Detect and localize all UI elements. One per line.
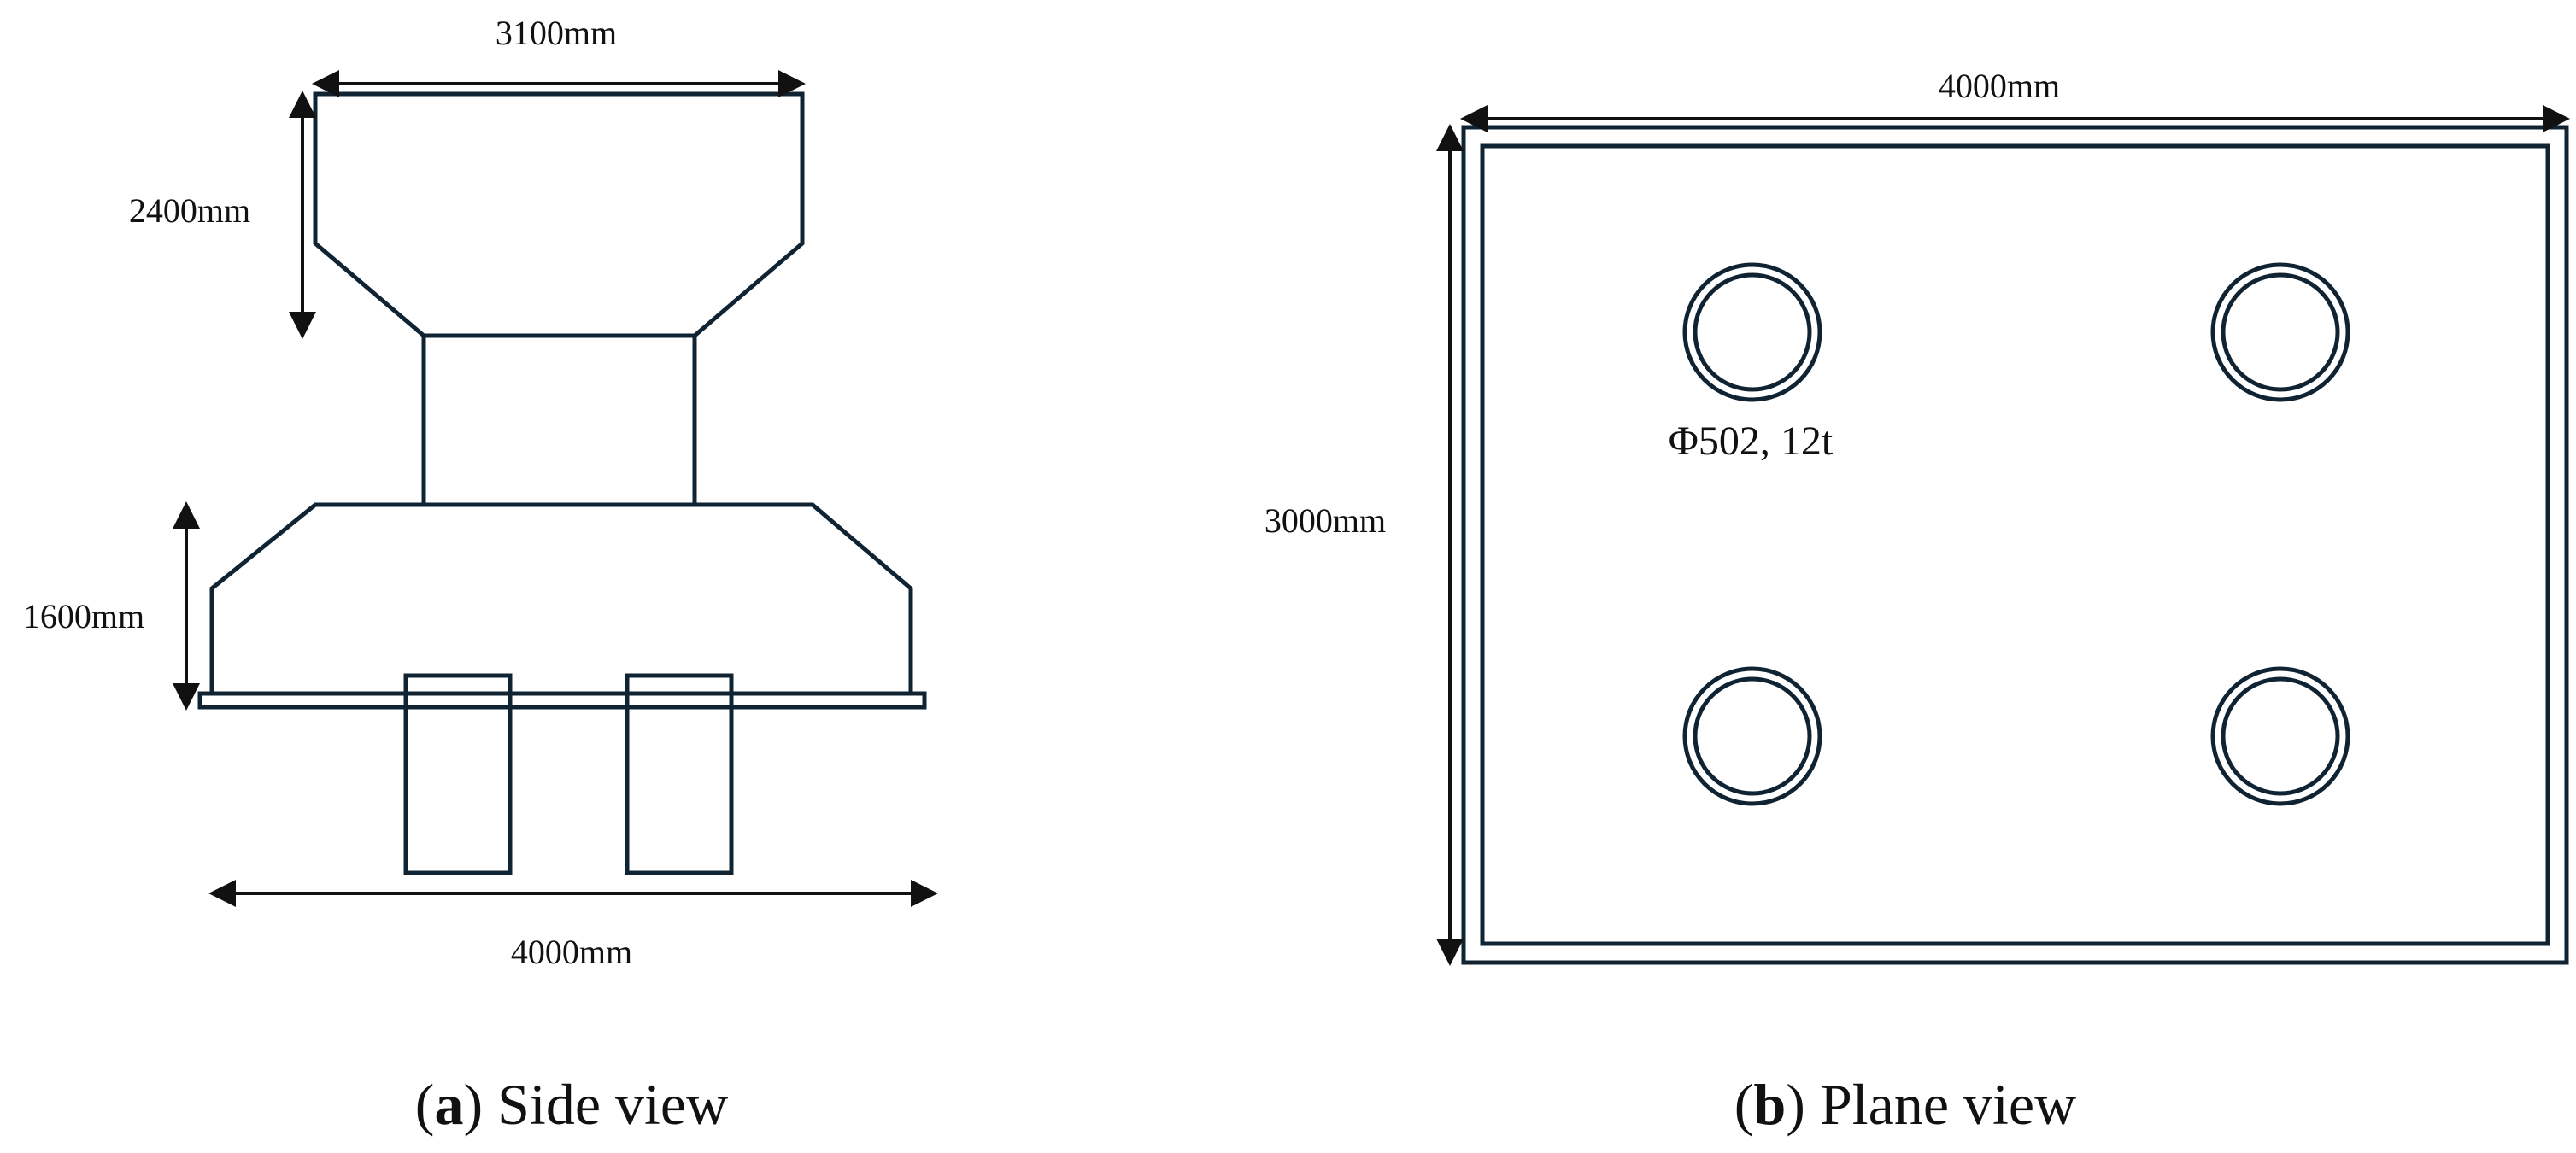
pile-right [625, 673, 734, 875]
base-plate [197, 691, 927, 710]
plane-view-panel: Φ502, 12t 4000mm 3000mm (b) Plane view [1265, 67, 2570, 1137]
dim-label-lower-height: 1600mm [23, 597, 144, 635]
pile-left [403, 673, 513, 875]
dim-label-plane-width: 4000mm [1939, 67, 2060, 105]
lower-base-outline [209, 502, 913, 694]
pile-spec-label: Φ502, 12t [1669, 418, 1834, 464]
pile-circle-top-right [2210, 262, 2350, 402]
caption-plane-view-text: Plane view [1820, 1072, 2076, 1137]
pile-circle-top-left [1682, 262, 1822, 402]
caption-side-view: (a) Side view [415, 1072, 728, 1137]
upper-hopper-outline [313, 91, 805, 338]
pile-circle-bottom-right [2210, 666, 2350, 806]
central-column [421, 333, 697, 507]
dim-label-upper-height: 2400mm [129, 191, 250, 230]
caption-side-view-letter: a [434, 1072, 463, 1137]
dim-label-base-width: 4000mm [511, 933, 632, 971]
plate-inner-outline [1480, 143, 2550, 946]
dim-label-plane-height: 3000mm [1265, 501, 1386, 540]
plate-outer-outline [1461, 125, 2569, 965]
caption-plane-view: (b) Plane view [1734, 1072, 2076, 1137]
pile-circle-bottom-left [1682, 666, 1822, 806]
caption-side-view-text: Side view [497, 1072, 728, 1137]
caption-plane-view-letter: b [1753, 1072, 1786, 1137]
dim-label-top-width: 3100mm [496, 14, 617, 52]
side-view-panel: 3100mm 2400mm 1600mm 4000mm (a) Side vie… [23, 14, 938, 1137]
